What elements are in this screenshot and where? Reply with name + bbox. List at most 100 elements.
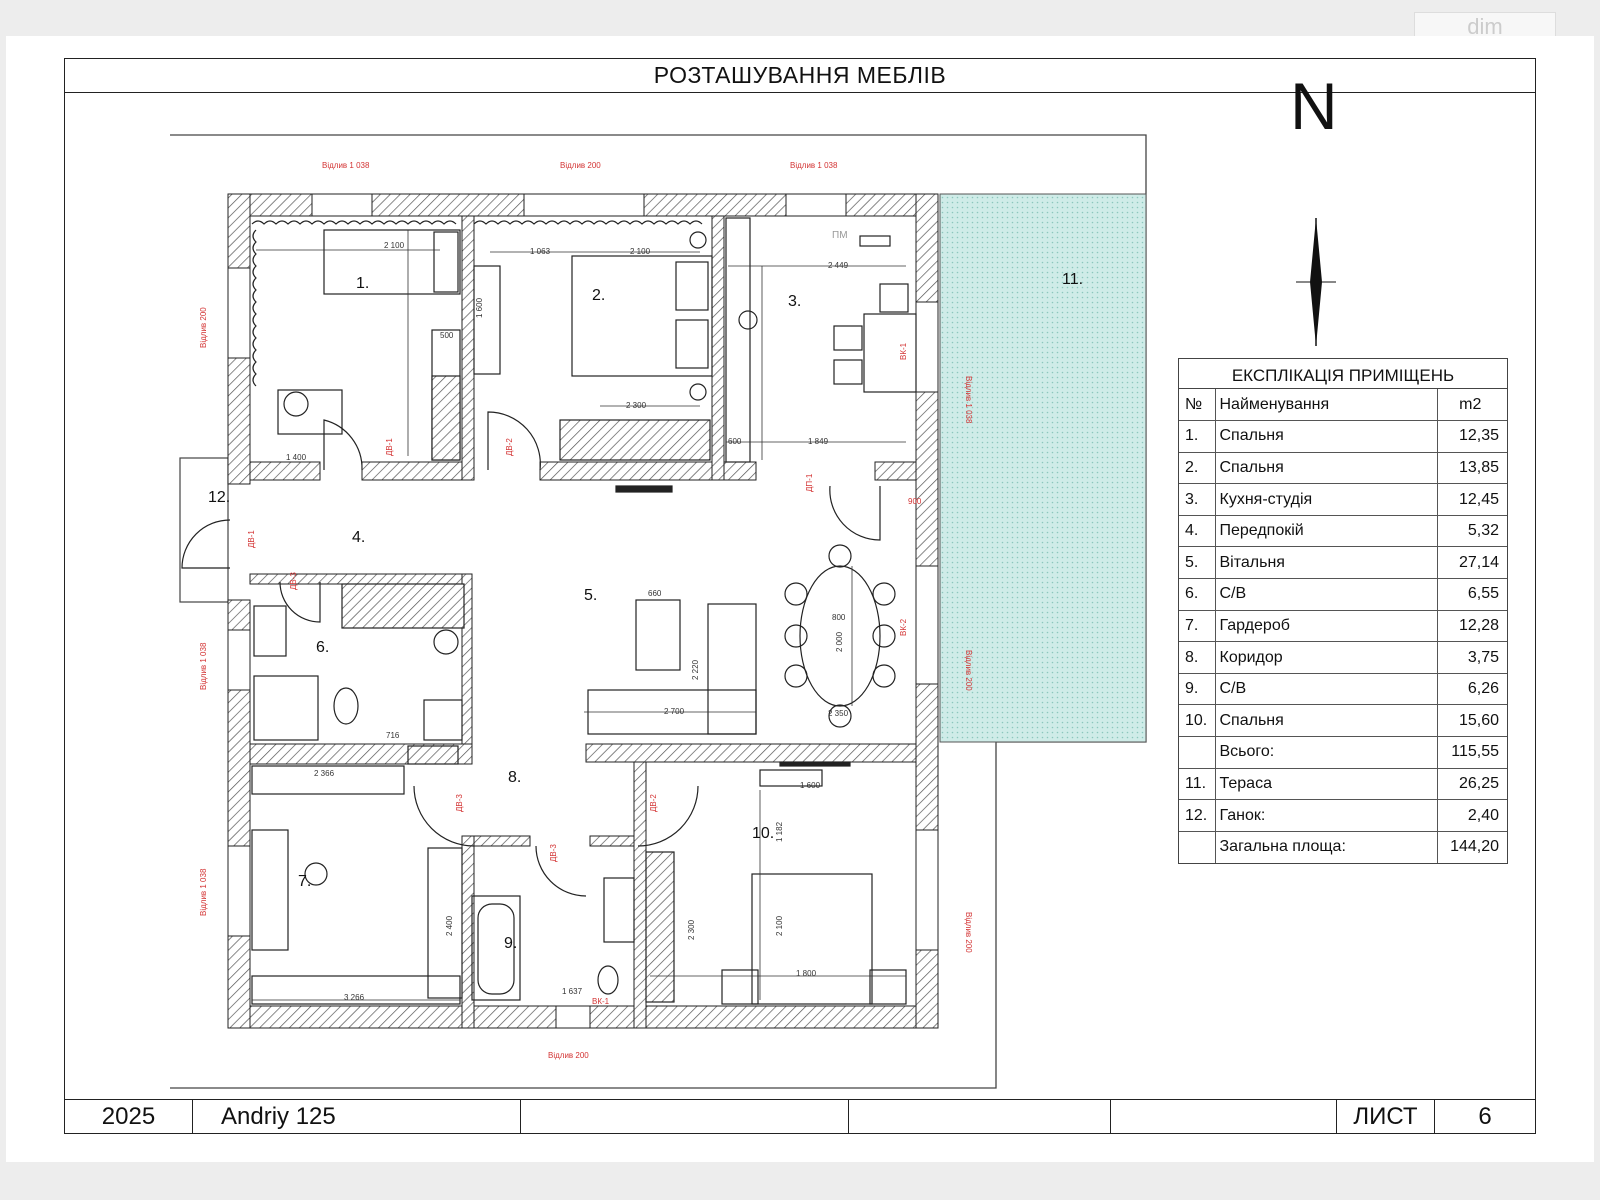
dim-4: 2 449 — [828, 261, 849, 270]
terrace — [939, 193, 1147, 743]
door-label-3: ДВ-3 — [289, 572, 298, 590]
north-label: N — [1290, 69, 1338, 143]
row-area: 2,40 — [1436, 799, 1507, 832]
row-area: 26,25 — [1436, 768, 1507, 801]
row-number: 10. — [1179, 704, 1216, 738]
pm-label: ПМ — [832, 230, 848, 241]
room-number-11: 11. — [1062, 271, 1083, 288]
row-area: 6,26 — [1436, 673, 1507, 706]
row-name: Спальня — [1215, 420, 1437, 453]
room-number-9: 9. — [504, 935, 517, 952]
door-label-6: ДВ-3 — [549, 844, 558, 862]
row-number: 9. — [1179, 673, 1216, 706]
door-swings — [181, 411, 881, 897]
window-label-1: Відлив 1 038 — [322, 161, 370, 170]
room-number-10: 10. — [752, 825, 774, 842]
north-arrow-icon — [1296, 218, 1336, 346]
dim-2: 1 063 — [530, 247, 551, 256]
dim-22: 2 350 — [828, 709, 849, 718]
window-label-7: Відлив 1 038 — [199, 642, 208, 690]
row-name: С/В — [1215, 578, 1437, 611]
room-number-5: 5. — [584, 587, 597, 604]
exterior-walls — [227, 193, 939, 1029]
footer-empty-1 — [521, 1100, 849, 1133]
row-area: 12,28 — [1436, 610, 1507, 643]
door-label-4: ДВ-3 — [455, 794, 464, 812]
dim-7: 1 849 — [808, 437, 829, 446]
row-area: 12,35 — [1436, 420, 1507, 453]
window-label-9: Відлив 1 038 — [199, 868, 208, 916]
row-area: 3,75 — [1436, 641, 1507, 674]
explication-row: Загальна площа:144,20 — [1179, 831, 1507, 863]
row-area: 115,55 — [1436, 736, 1507, 769]
footer-empty-2 — [849, 1100, 1111, 1133]
dim-3: 2 100 — [630, 247, 651, 256]
row-name: Вітальня — [1215, 546, 1437, 580]
room7-furniture — [251, 765, 463, 1005]
dim-24: 1 400 — [286, 453, 307, 462]
room-number-6: 6. — [316, 639, 329, 656]
dim-15: 1 637 — [562, 987, 583, 996]
room-number-12: 12. — [208, 489, 230, 506]
dim-20: 2 400 — [445, 915, 454, 936]
dim-14: 2 366 — [314, 769, 335, 778]
dim-10: 2 700 — [664, 707, 685, 716]
dim-8: 800 — [832, 613, 846, 622]
door-label-8: ДВ-1 — [247, 530, 256, 548]
window-label-10: Відлив 200 — [548, 1051, 589, 1060]
dim-9: 2 000 — [835, 631, 844, 652]
row-name: Кухня-студія — [1215, 483, 1437, 516]
title-block-frame: РОЗТАШУВАННЯ МЕБЛІВ 2025 Andriy 125 ЛИСТ… — [64, 58, 1536, 1134]
dim-5: 1 600 — [475, 297, 484, 318]
door-label-1: ДВ-1 — [385, 438, 394, 456]
windows — [227, 193, 939, 1029]
room3-furniture — [725, 217, 917, 463]
row-name: Гардероб — [1215, 610, 1437, 643]
dim-6: 2 300 — [626, 401, 647, 410]
row-name: Загальна площа: — [1219, 838, 1346, 856]
row-area: 27,14 — [1436, 546, 1507, 580]
dim-25: 500 — [440, 331, 454, 340]
dimension-lines — [252, 230, 906, 1001]
door-annotations: ДВ-1 ДВ-2 ДВ-3 ДВ-3 ДВ-2 ДВ-3 ДП-1 ДВ-1 … — [247, 342, 908, 1006]
bathroom9-furniture — [471, 877, 635, 1001]
row-name: Ганок: — [1215, 799, 1437, 832]
row-number — [1179, 831, 1216, 863]
row-area: 12,45 — [1436, 483, 1507, 516]
room-number-2: 2. — [592, 287, 605, 304]
row-area: 5,32 — [1436, 515, 1507, 548]
row-name: С/В — [1215, 673, 1437, 706]
window-label-3: Відлив 1 038 — [790, 161, 838, 170]
row-number: 5. — [1179, 546, 1216, 580]
window-label-4: Відлив 200 — [199, 307, 208, 348]
room-number-3: 3. — [788, 293, 801, 310]
room-number-4: 4. — [352, 529, 365, 546]
door-label-11: ВК-1 — [899, 342, 908, 360]
curtains — [251, 220, 703, 387]
door-label-9: ВК-1 — [592, 997, 610, 1006]
room-numbers: 1. 2. 3. 4. 5. 6. 7. 8. 9. 10. 11. 12. — [208, 271, 1083, 952]
sheet-title: РОЗТАШУВАННЯ МЕБЛІВ — [65, 59, 1535, 93]
dim-26: 600 — [728, 437, 742, 446]
row-number: 8. — [1179, 641, 1216, 674]
door-label-10: ВК-2 — [899, 618, 908, 636]
dim-12: 1 600 — [800, 781, 821, 790]
row-name: Тераса — [1215, 768, 1437, 801]
row-number: 1. — [1179, 420, 1216, 453]
explication-row: Всього:115,55 — [1179, 736, 1507, 769]
room2-furniture — [473, 231, 713, 493]
door-label-2: ДВ-2 — [505, 438, 514, 456]
room-number-8: 8. — [508, 769, 521, 786]
bathroom6-furniture — [253, 583, 465, 765]
row-area: 15,60 — [1436, 704, 1507, 738]
row-name: Спальня — [1215, 452, 1437, 485]
